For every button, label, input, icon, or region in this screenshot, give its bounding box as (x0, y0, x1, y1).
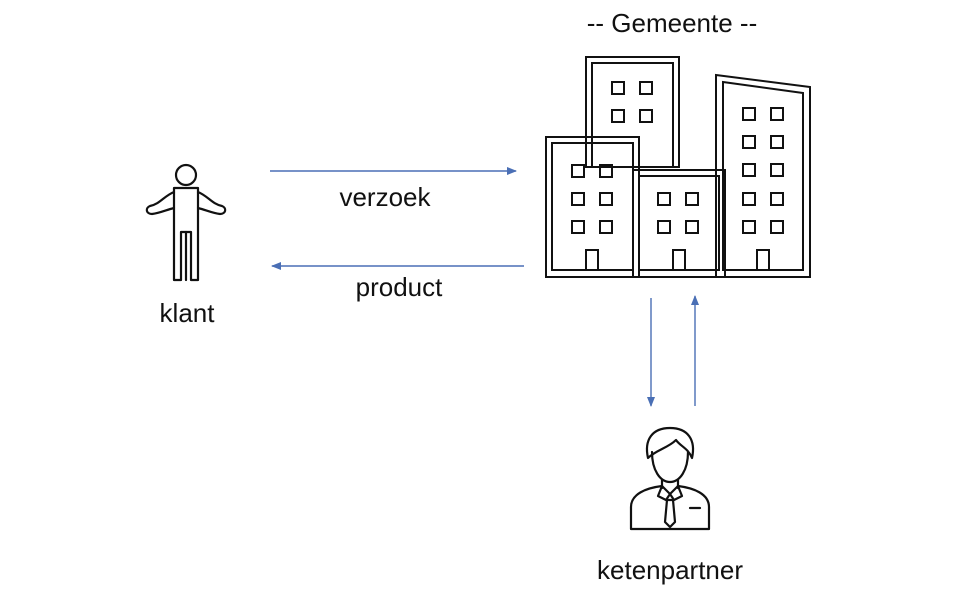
partner-label: ketenpartner (597, 555, 743, 585)
person-icon (145, 163, 227, 282)
request-label: verzoek (339, 182, 431, 212)
businessman-icon (629, 426, 711, 531)
customer-label: klant (159, 298, 215, 328)
buildings-icon (545, 56, 811, 278)
product-label: product (355, 272, 443, 302)
municipality-title: -- Gemeente -- (586, 8, 758, 38)
